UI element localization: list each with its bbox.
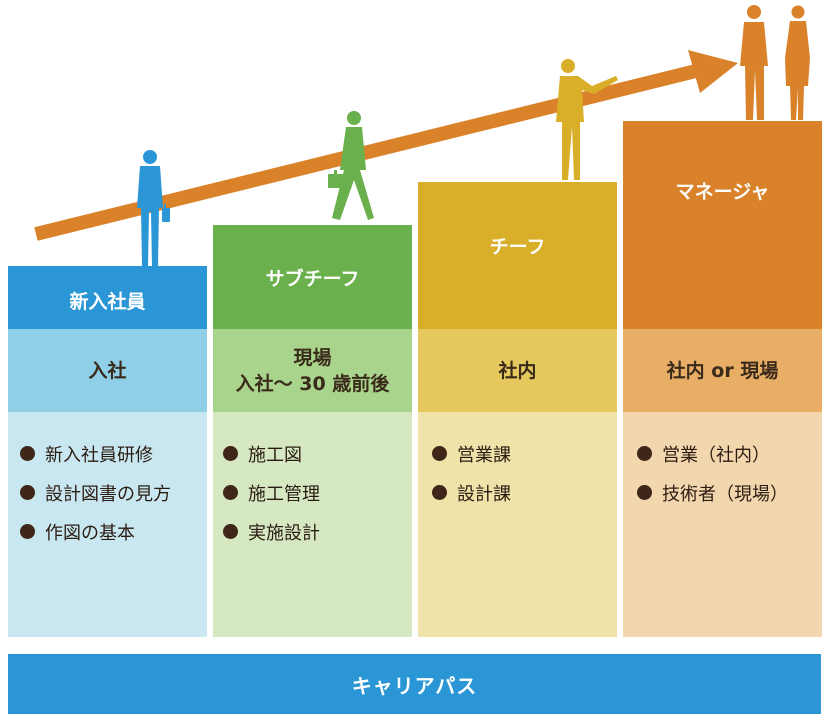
column-1-stage-text: 入社: [88, 359, 127, 382]
column-1-item: 作図の基本: [20, 512, 207, 551]
bullet-icon: [432, 485, 447, 500]
footer-label: キャリアパス: [351, 673, 478, 698]
column-4-stage: 社内 or 現場: [623, 329, 822, 412]
column-3-title: チーフ: [418, 182, 617, 329]
column-4-stage-text: 社内 or 現場: [666, 359, 779, 382]
manager-pair-icon: [740, 5, 810, 120]
column-2-item: 施工図: [223, 434, 412, 473]
pointing-businesswoman-icon: [556, 59, 618, 180]
column-3-item: 設計課: [432, 473, 617, 512]
item-label: 新入社員研修: [45, 444, 153, 466]
column-2-stage: 現場 入社〜 30 歳前後: [213, 329, 412, 412]
column-2-item: 実施設計: [223, 512, 412, 551]
column-1-title: 新入社員: [8, 266, 207, 329]
column-1-stage: 入社: [8, 329, 207, 412]
bullet-icon: [223, 524, 238, 539]
bullet-icon: [432, 446, 447, 461]
bullet-icon: [20, 524, 35, 539]
item-label: 施工図: [248, 444, 302, 466]
column-4-title: マネージャ: [623, 121, 822, 329]
column-2-title: サブチーフ: [213, 225, 412, 329]
column-3-item: 営業課: [432, 434, 617, 473]
item-label: 技術者（現場）: [662, 483, 788, 505]
column-3-stage-text: 社内: [498, 359, 537, 382]
businessman-with-briefcase-icon: [137, 150, 170, 266]
item-label: 営業（社内）: [662, 444, 770, 466]
column-2-stage-text: 現場 入社〜 30 歳前後: [235, 346, 390, 395]
bullet-icon: [223, 485, 238, 500]
column-2-body: 施工図 施工管理 実施設計: [213, 412, 412, 637]
column-4-title-text: マネージャ: [675, 180, 770, 203]
bullet-icon: [223, 446, 238, 461]
bullet-icon: [20, 446, 35, 461]
item-label: 施工管理: [248, 483, 320, 505]
item-label: 営業課: [457, 444, 511, 466]
item-label: 設計課: [457, 483, 511, 505]
walking-businessman-icon: [328, 111, 374, 220]
column-2-title-text: サブチーフ: [265, 267, 360, 290]
item-label: 設計図書の見方: [45, 483, 171, 505]
item-label: 実施設計: [248, 522, 320, 544]
bullet-icon: [637, 485, 652, 500]
career-path-footer: キャリアパス: [8, 654, 821, 714]
column-1-title-text: 新入社員: [69, 291, 146, 313]
column-1-item: 設計図書の見方: [20, 473, 207, 512]
column-4-body: 営業（社内） 技術者（現場）: [623, 412, 822, 637]
bullet-icon: [20, 485, 35, 500]
column-4-item: 技術者（現場）: [637, 473, 822, 512]
column-2-item: 施工管理: [223, 473, 412, 512]
bullet-icon: [637, 446, 652, 461]
column-3-stage: 社内: [418, 329, 617, 412]
column-1-item: 新入社員研修: [20, 434, 207, 473]
item-label: 作図の基本: [45, 522, 135, 544]
column-3-body: 営業課 設計課: [418, 412, 617, 637]
column-3-title-text: チーフ: [489, 236, 546, 258]
column-1-body: 新入社員研修 設計図書の見方 作図の基本: [8, 412, 207, 637]
column-4-item: 営業（社内）: [637, 434, 822, 473]
